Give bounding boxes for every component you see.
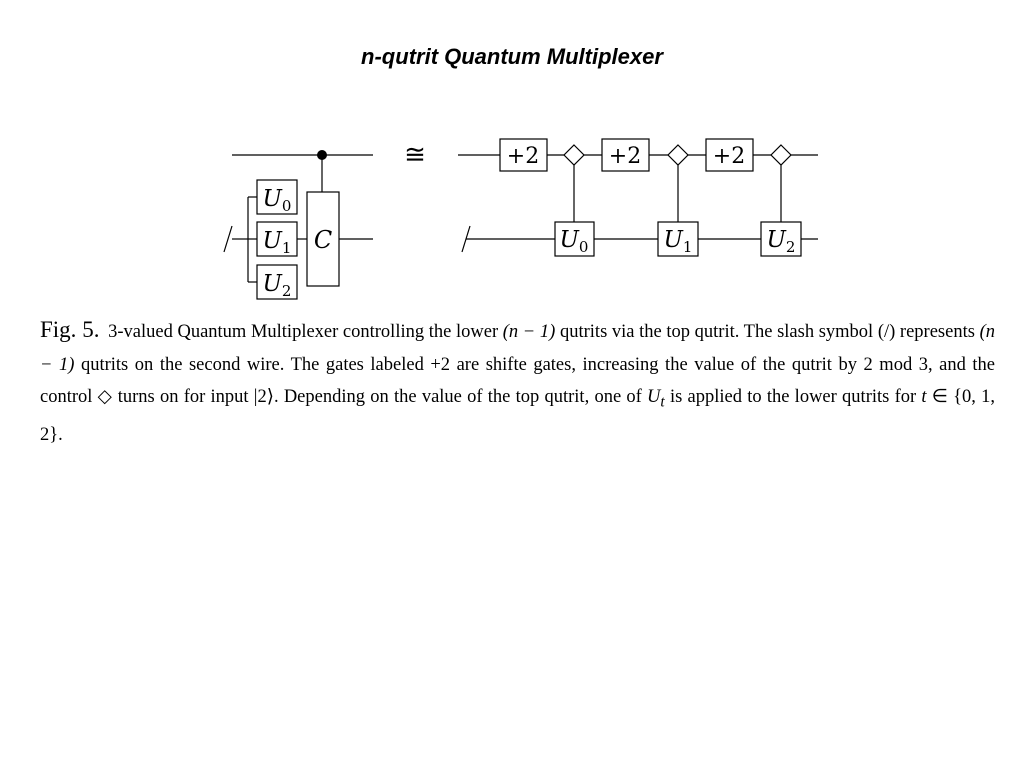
control-dot [317,150,327,160]
right-slash [461,225,471,253]
shift-gate-box-2 [705,138,754,172]
target-gate-u0-box [554,221,595,257]
diamond-control-0 [563,144,585,166]
figure-label: Fig. 5. [40,317,100,342]
caption-text-1: qutrits via the top qutrit. The slash sy… [555,322,980,342]
equivalence-symbol: ≅ [404,140,426,170]
left-c-label: C [314,226,332,254]
caption-text-2: qutrits on the second wire. The gates la… [40,354,995,408]
diamond-control-1 [667,144,689,166]
diamond-control-2 [770,144,792,166]
target-gate-u1-box [657,221,699,257]
target-gate-u2-label: U2 [767,227,796,256]
shift-gate-label-2: +2 [713,144,745,169]
caption-text-4: ∈ {0, 1, 2}. [40,387,995,446]
circuit-diagram: U0 U1 U2 C ≅ +2 +2 +2 U0 U1 U2 [210,130,830,305]
shift-gate-box-0 [499,138,548,172]
caption-text-3: is applied to the lower qutrits for [664,387,922,407]
left-gate-u0-label: U0 [263,186,292,215]
caption-text-0: 3-valued Quantum Multiplexer controlling… [103,322,503,342]
left-gate-u0-box [256,179,298,215]
shift-gate-label-0: +2 [507,144,539,169]
caption-math-u-sub-t: t [660,393,665,411]
slide-title: n-qutrit Quantum Multiplexer [361,44,663,69]
target-gate-u2-box [760,221,802,257]
shift-gate-label-1: +2 [609,144,641,169]
left-gate-u2-label: U2 [263,271,292,300]
caption-math-u: U [647,387,661,407]
left-gate-u1-label: U1 [263,228,292,257]
caption-math-t: t [921,387,927,407]
left-slash [223,225,233,253]
caption-math-n-minus-1-b: (n − 1) [40,322,995,375]
left-gate-u2-box [256,264,298,300]
figure-caption: Fig. 5. 3-valued Quantum Multiplexer con… [40,314,995,452]
circuit-diagram-svg: U0 U1 U2 C ≅ +2 +2 +2 U0 U1 U2 [223,138,818,300]
target-gate-u1-label: U1 [664,227,693,256]
target-gate-u0-label: U0 [560,227,589,256]
shift-gate-box-1 [601,138,650,172]
caption-math-n-minus-1-a: (n − 1) [502,322,556,342]
